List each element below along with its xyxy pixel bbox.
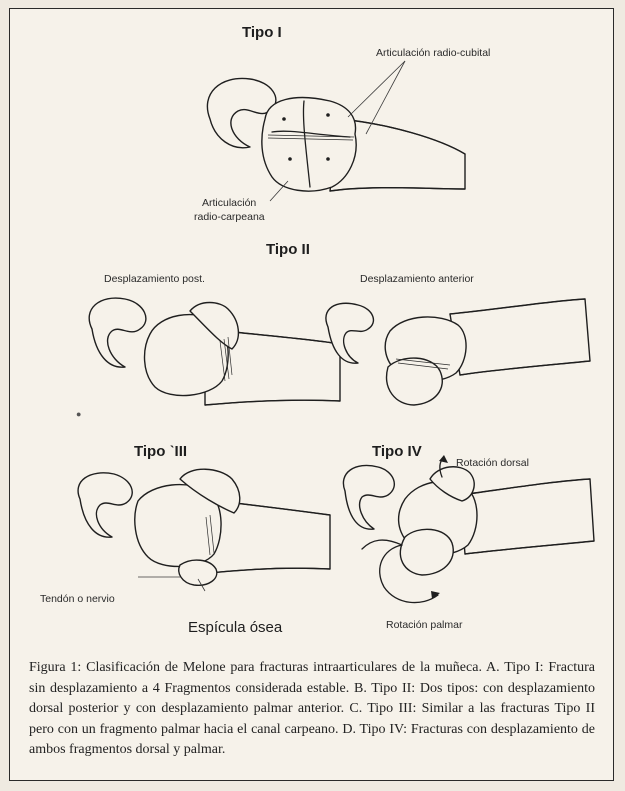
melone-classification-illustration xyxy=(10,9,615,649)
tipo3-title: Tipo ˋIII xyxy=(134,443,187,460)
label-articulacion-radio-cubital: Articulación radio-cubital xyxy=(376,47,490,59)
tipo3-drawing xyxy=(78,469,330,591)
tipo1-title: Tipo I xyxy=(242,24,282,41)
figure-caption: Figura 1: Clasificación de Melone para f… xyxy=(29,658,595,761)
label-rotacion-dorsal: Rotación dorsal xyxy=(456,457,529,469)
label-rotacion-palmar: Rotación palmar xyxy=(386,619,462,631)
tipo2-right-drawing xyxy=(326,299,590,405)
label-tendon-nervio: Tendón o nervio xyxy=(40,593,115,605)
figure-frame: Tipo I Articulación radio-cubital Articu… xyxy=(9,8,614,781)
label-desplazamiento-post: Desplazamiento post. xyxy=(104,273,205,285)
label-espicula-osea: Espícula ósea xyxy=(188,619,282,636)
tipo2-left-drawing xyxy=(89,298,340,405)
caption-text: Figura 1: Clasificación de Melone para f… xyxy=(29,658,595,761)
tipo1-drawing xyxy=(207,61,465,201)
tipo4-drawing xyxy=(343,455,594,603)
panel-mark-dot: ● xyxy=(76,409,81,419)
tipo2-title: Tipo II xyxy=(266,241,310,258)
label-desplazamiento-anterior: Desplazamiento anterior xyxy=(360,273,474,285)
label-articulacion-line1: Articulación xyxy=(202,197,256,209)
tipo4-title: Tipo IV xyxy=(372,443,422,460)
label-articulacion-line2: radio-carpeana xyxy=(194,211,265,223)
